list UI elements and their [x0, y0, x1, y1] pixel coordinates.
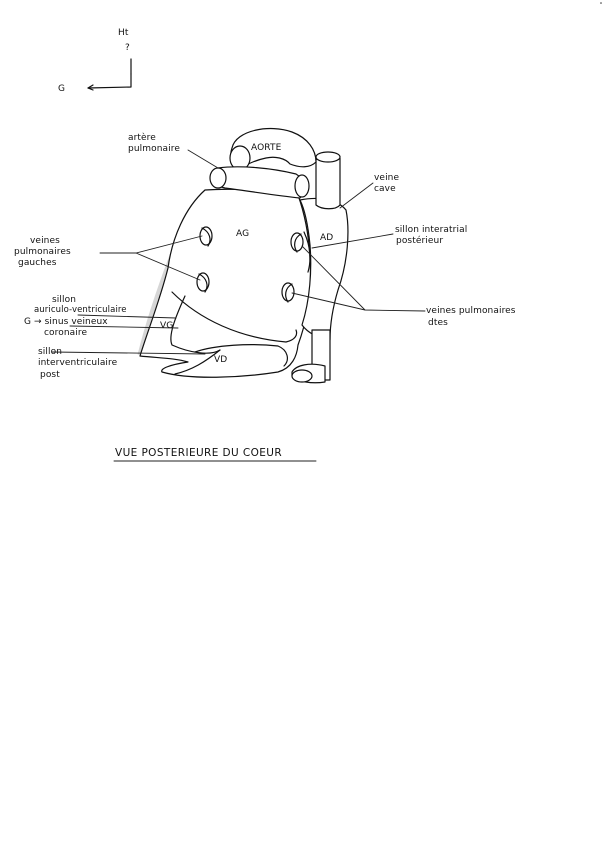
artere-pulmonaire-gauche-opening	[209, 167, 227, 189]
label-veine-cave-2: cave	[374, 184, 396, 194]
vp-droite-inf-lip	[285, 283, 293, 303]
caption-text: VUE POSTERIEURE DU COEUR	[115, 447, 282, 459]
label-sillon-iv-1: sillon	[38, 347, 62, 357]
label-vp-gauches-3: gauches	[18, 258, 57, 268]
label-sillon-av-2: auriculo-ventriculaire	[34, 305, 127, 315]
vp-droite-sup-lip	[294, 233, 302, 253]
vp-droite-sup	[290, 232, 304, 252]
veines-pulmonaires-droites	[281, 232, 304, 303]
label-artere-1: artère	[128, 132, 156, 143]
orientation-left-axis	[87, 73, 132, 89]
label-vg: VG	[160, 321, 173, 331]
leader-sinus-coronaire	[69, 325, 179, 329]
label-ad: AD	[320, 233, 333, 243]
label-sillon-av-1: sillon	[52, 295, 76, 305]
vp-gauche-inf-lip	[198, 273, 208, 293]
leader-vp-droite-sup	[301, 245, 366, 311]
veine-cave-inf-ring	[291, 369, 313, 383]
label-sillon-iv-2: interventriculaire	[38, 358, 118, 368]
leader-lines	[51, 149, 426, 355]
label-artere-2: pulmonaire	[128, 144, 180, 154]
heart-outline: AG AD VG VD AORTE	[137, 127, 349, 384]
heart-body	[139, 188, 312, 378]
orientation-indicator: Ht ? G	[58, 28, 132, 94]
label-vd: VD	[214, 355, 227, 365]
orientation-left-label: G	[58, 84, 65, 94]
vp-gauche-inf	[196, 272, 210, 292]
leader-vp-droite-inf	[291, 292, 426, 312]
leader-vp-gauche-inf	[135, 252, 201, 281]
artere-pulmonaire-droite-opening	[294, 174, 310, 198]
leader-sillon-interatrial	[311, 233, 394, 249]
sillon-auriculo-ventriculaire	[171, 291, 298, 343]
vp-gauche-sup	[199, 226, 213, 246]
leader-artere-pulmonaire	[187, 149, 219, 169]
veine-cave-superieure-opening	[315, 151, 341, 163]
orientation-up-label: Ht	[118, 28, 129, 38]
label-vp-droites-1: veines pulmonaires	[426, 306, 516, 316]
veine-cave-superieure	[315, 153, 341, 210]
label-vp-gauches-1: veines	[30, 236, 60, 246]
label-sinus-2: coronaire	[44, 328, 87, 338]
label-ag: AG	[236, 229, 249, 239]
orientation-left-arrowhead	[87, 84, 94, 91]
orientation-arrow-tip: ?	[125, 43, 130, 53]
label-sinus-1: G → sinus veineux	[24, 317, 108, 327]
sillon-av-left	[170, 295, 221, 354]
sillon-interatrial-line	[303, 231, 311, 273]
label-aorte: AORTE	[251, 143, 282, 153]
sillon-interventriculaire	[174, 349, 221, 375]
leader-sillon-av	[77, 314, 177, 319]
leader-sillon-iv	[51, 351, 206, 355]
annotation-labels: artère pulmonaire veine cave sillon inte…	[14, 132, 516, 380]
vp-gauche-sup-lip	[201, 227, 211, 247]
label-vp-gauches-2: pulmonaires	[14, 247, 71, 257]
caption: VUE POSTERIEURE DU COEUR	[113, 447, 317, 462]
label-veine-cave-1: veine	[374, 173, 399, 183]
paper-speck	[600, 2, 602, 4]
vp-droite-inf	[281, 282, 295, 302]
label-sillon-iv-3: post	[40, 370, 60, 380]
label-vp-droites-2: dtes	[428, 318, 448, 328]
veines-pulmonaires-gauches	[196, 226, 213, 293]
vd-contour	[194, 344, 288, 367]
label-sillon-interatrial-2: postérieur	[396, 235, 443, 246]
label-sillon-interatrial-1: sillon interatrial	[395, 225, 467, 235]
leader-veine-cave	[339, 182, 374, 209]
